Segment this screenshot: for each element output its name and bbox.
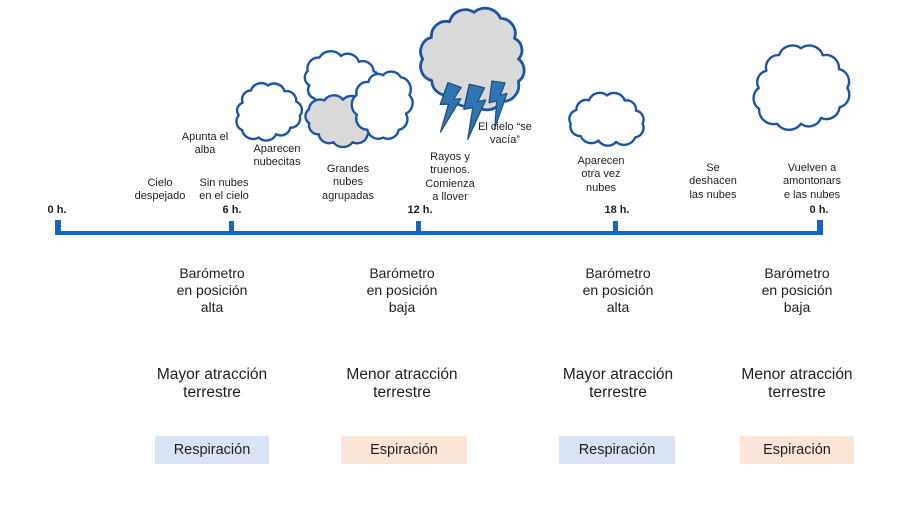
clouds-layer: [235, 6, 851, 149]
small-cloud-icon: [235, 82, 304, 142]
sky-label-cielo-despejado: Cielo despejado: [134, 177, 186, 203]
breath-box-espiracion-4: Espiración: [740, 436, 854, 464]
breath-box-respiracion-3: Respiración: [559, 436, 675, 464]
sky-label-aparecen-nubecitas: Aparecen nubecitas: [253, 143, 301, 169]
barometer-label-2: Barómetro en posición baja: [366, 265, 438, 315]
sky-label-aparecen-otra-vez: Aparecen otra vez nubes: [577, 155, 625, 194]
timeline-axis-line: [57, 231, 822, 235]
time-label-0h-start: 0 h.: [47, 204, 67, 216]
sky-label-vuelven-amontonarse: Vuelven a amontonars e las nubes: [782, 162, 842, 201]
time-label-12h: 12 h.: [407, 204, 433, 216]
attraction-label-1: Mayor atracción terrestre: [156, 366, 268, 401]
sky-label-sin-nubes: Sin nubes en el cielo: [199, 177, 249, 203]
timeline-tick-18h: [613, 221, 618, 232]
sky-label-grandes-nubes: Grandes nubes agrupadas: [322, 163, 374, 202]
lightning-bolt-icon: [439, 82, 462, 133]
time-label-18h: 18 h.: [604, 204, 630, 216]
time-label-0h-end: 0 h.: [809, 204, 829, 216]
lightning-bolt-icon: [488, 80, 508, 130]
timeline-endbar-right: [817, 220, 823, 235]
attraction-label-4: Menor atracción terrestre: [741, 366, 853, 401]
sky-label-se-deshacen: Se deshacen las nubes: [689, 162, 737, 201]
cloud-night-icon: [752, 44, 851, 131]
barometer-label-4: Barómetro en posición baja: [761, 265, 833, 315]
sky-label-rayos-truenos: Rayos y truenos. Comienza a llover: [425, 151, 475, 203]
timeline-tick-6h: [229, 221, 234, 232]
attraction-label-3: Mayor atracción terrestre: [562, 366, 674, 401]
time-label-6h: 6 h.: [222, 204, 242, 216]
sky-label-apunta-el-alba: Apunta el alba: [181, 131, 229, 157]
barometer-label-3: Barómetro en posición alta: [582, 265, 654, 315]
lightning-bolt-icon: [463, 83, 487, 141]
timeline-endbar-left: [55, 220, 61, 235]
timeline-tick-12h: [416, 221, 421, 232]
cloud-18h-icon: [568, 91, 645, 147]
breath-box-respiracion-1: Respiración: [155, 436, 269, 464]
barometer-label-1: Barómetro en posición alta: [176, 265, 248, 315]
sky-label-cielo-se-vacia: El cielo “se vacía”: [478, 121, 532, 147]
breath-box-espiracion-2: Espiración: [341, 436, 467, 464]
attraction-label-2: Menor atracción terrestre: [346, 366, 458, 401]
cloud-right-icon: [350, 70, 414, 140]
